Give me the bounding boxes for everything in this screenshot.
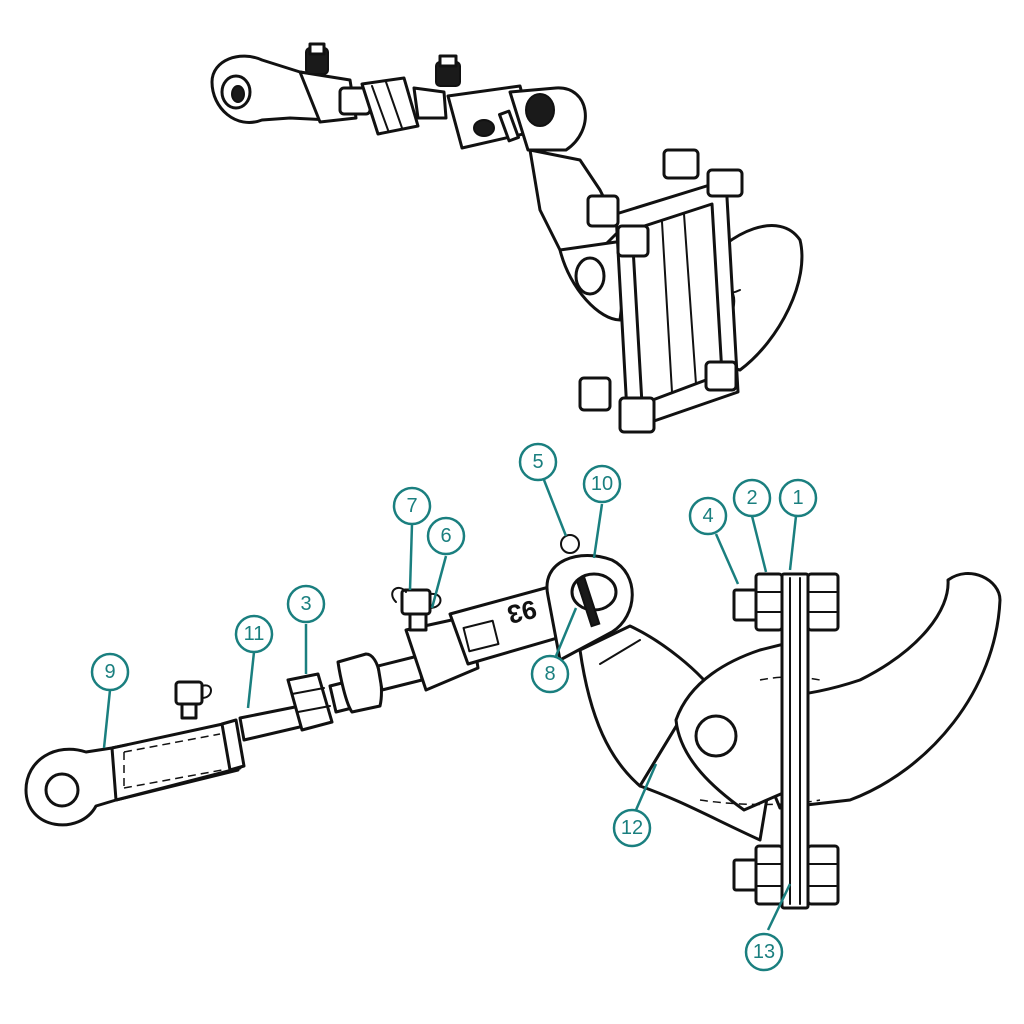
- leader-13: [766, 883, 792, 931]
- assembled-lock-screw-1: [305, 42, 329, 75]
- leader-5: [542, 479, 568, 537]
- callout-1: 1: [778, 478, 818, 518]
- eye-end-part: [24, 718, 246, 827]
- assembled-eye-end: [210, 54, 342, 124]
- threaded-rod: [238, 704, 306, 742]
- callout-5: 5: [518, 442, 558, 482]
- leader-1: [788, 515, 798, 571]
- callout-12: 12: [612, 808, 652, 848]
- assembled-clevis: [446, 84, 587, 152]
- callout-leaders: [102, 479, 798, 931]
- leader-8: [554, 607, 578, 657]
- exploded-view: 93: [24, 534, 1002, 910]
- svg-text:12: 12: [621, 817, 643, 839]
- leader-7: [408, 523, 414, 591]
- assembled-tube: [298, 70, 448, 136]
- svg-text:8: 8: [544, 663, 555, 685]
- svg-text:3: 3: [300, 593, 311, 615]
- svg-text:2: 2: [746, 487, 757, 509]
- leader-4: [714, 533, 740, 585]
- jam-nut: [286, 672, 334, 732]
- svg-text:7: 7: [406, 495, 417, 517]
- svg-text:5: 5: [532, 451, 543, 473]
- assembled-lock-screw-2: [435, 54, 461, 87]
- callout-13: 13: [744, 932, 784, 972]
- callout-7: 7: [392, 486, 432, 526]
- callout-8: 8: [530, 654, 570, 694]
- svg-text:1: 1: [792, 487, 803, 509]
- assembled-bracket: [578, 148, 744, 434]
- part-marking: 93: [504, 594, 539, 630]
- clevis-arm: [545, 534, 634, 662]
- leader-10: [592, 503, 604, 559]
- leader-6: [430, 555, 448, 609]
- svg-text:11: 11: [244, 623, 265, 645]
- bracket-plate: [780, 572, 810, 910]
- top-bolt-group: [732, 572, 840, 632]
- svg-text:6: 6: [440, 525, 451, 547]
- leader-11: [246, 651, 256, 709]
- leader-12: [634, 763, 658, 811]
- leader-9: [102, 689, 112, 749]
- clevis-body: 93: [404, 582, 580, 692]
- connector-tube: [328, 652, 424, 714]
- svg-text:4: 4: [702, 505, 713, 527]
- callout-4: 4: [688, 496, 728, 536]
- hook-body: [578, 571, 1002, 842]
- callout-10: 10: [582, 464, 622, 504]
- svg-text:10: 10: [591, 473, 613, 495]
- svg-text:9: 9: [104, 661, 115, 683]
- callout-9: 9: [90, 652, 130, 692]
- callout-3: 3: [286, 584, 326, 624]
- callout-2: 2: [732, 478, 772, 518]
- eye-lock-screw: [174, 680, 212, 720]
- leader-2: [750, 515, 768, 573]
- callout-11: 11: [234, 614, 274, 654]
- callouts: 1 2 3 4 5 6 7 8: [90, 442, 818, 972]
- svg-text:13: 13: [753, 941, 775, 963]
- bottom-bolt-group: [732, 844, 840, 906]
- callout-6: 6: [426, 516, 466, 556]
- clevis-lock-screw: [391, 586, 442, 632]
- assembled-view: [210, 42, 804, 434]
